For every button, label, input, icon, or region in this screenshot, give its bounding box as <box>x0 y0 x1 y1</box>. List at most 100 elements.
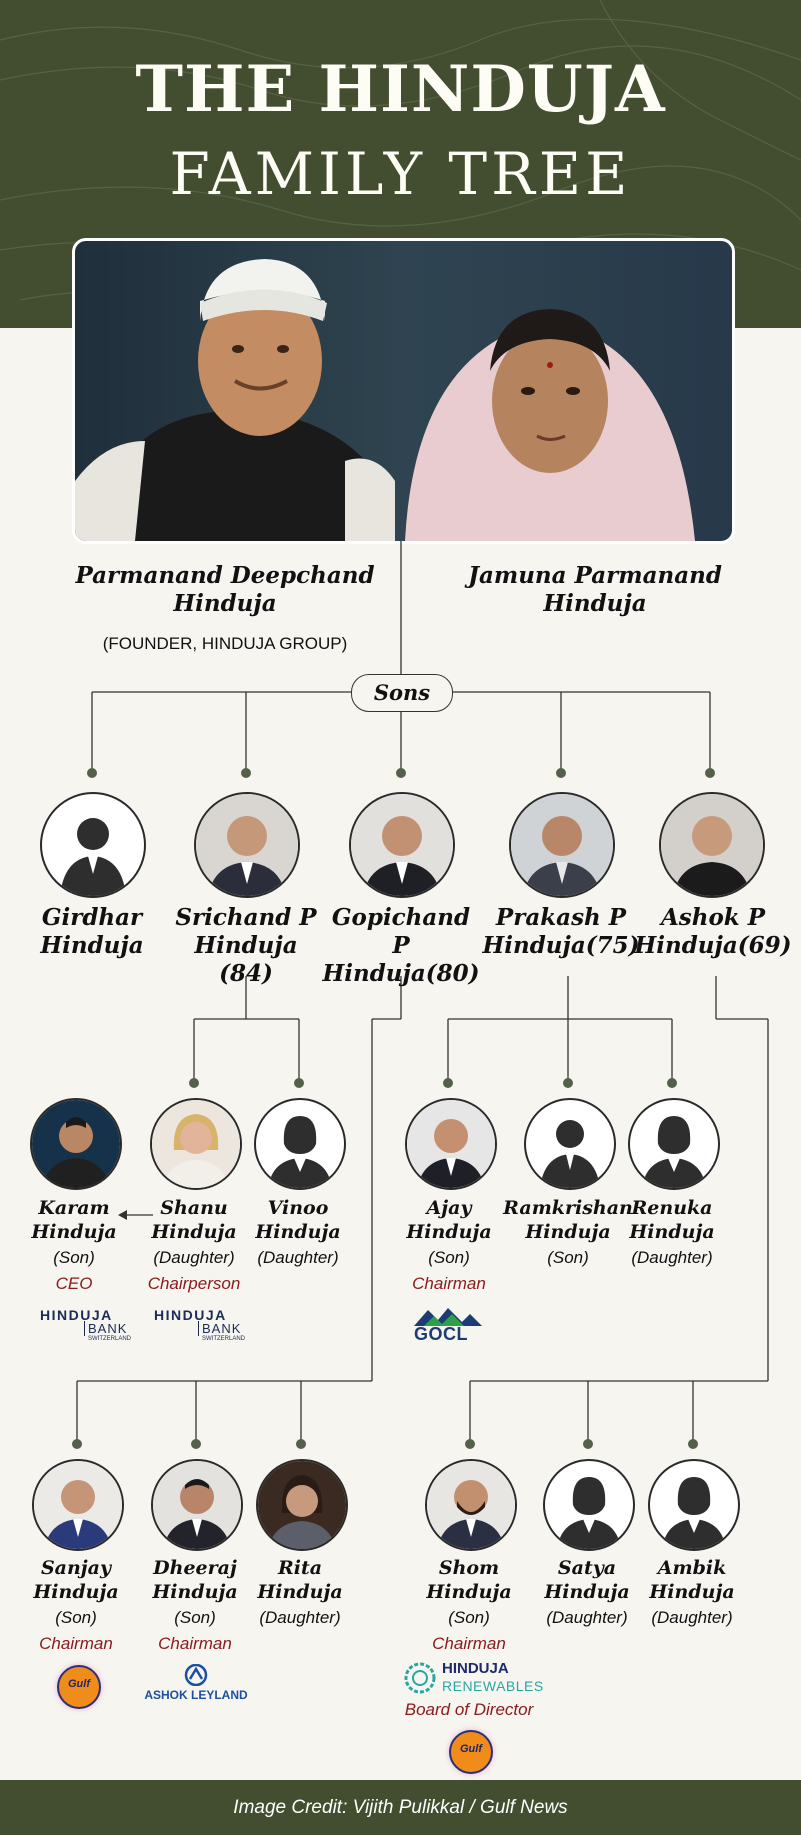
logo-text-bottom: BANK <box>84 1321 127 1336</box>
founder-mother-name-line1: Jamuna Parmanand <box>468 562 722 589</box>
logo-text: Gulf <box>68 1678 90 1690</box>
child-name-line1: Ajay <box>426 1197 472 1219</box>
gocl-mountain-icon <box>414 1308 482 1326</box>
female-silhouette-icon <box>557 1477 621 1549</box>
child-name-line2: Hinduja <box>525 1221 611 1243</box>
avatar-girdhar <box>40 792 146 898</box>
founders-illustration <box>75 259 695 541</box>
avatar-rita <box>256 1459 348 1551</box>
son-name-line1: Ashok P <box>660 904 766 931</box>
child-name-line2: Hinduja <box>255 1221 341 1243</box>
gulf-logo: Gulf <box>57 1665 101 1709</box>
child-relation-vinoo: (Daughter) <box>257 1248 339 1267</box>
avatar-prakash <box>509 792 615 898</box>
founder-mother-name: Jamuna Parmanand Hinduja <box>430 562 760 618</box>
portrait-photo <box>258 1461 346 1549</box>
child-relation-renuka: (Daughter) <box>631 1248 713 1267</box>
page-title-line1: THE HINDUJA <box>135 52 666 127</box>
child-name-line2: Hinduja <box>629 1221 715 1243</box>
portrait-photo <box>153 1461 241 1549</box>
child-relation-karam: (Son) <box>53 1248 95 1267</box>
avatar-dheeraj <box>151 1459 243 1551</box>
child-role-karam: CEO <box>55 1274 93 1293</box>
logo-text-top: HINDUJA <box>40 1307 113 1323</box>
logo-text-bottom: RENEWABLES <box>442 1678 544 1694</box>
child-role-ajay: Chairman <box>412 1274 486 1293</box>
child-name-line1: Satya <box>557 1557 617 1579</box>
ashok-leyland-logo: ASHOK LEYLAND <box>134 1664 258 1706</box>
portrait-photo <box>351 794 453 896</box>
hinduja-bank-logo: HINDUJA BANK SWITZERLAND <box>154 1307 246 1343</box>
child-name-line1: Sanjay <box>40 1557 112 1579</box>
child-relation-shom: (Son) <box>448 1608 490 1627</box>
avatar-karam <box>30 1098 122 1190</box>
logo-text: Gulf <box>460 1743 482 1755</box>
ashok-leyland-emblem-icon <box>184 1664 208 1686</box>
child-relation-dheeraj: (Son) <box>174 1608 216 1627</box>
avatar-satya <box>543 1459 635 1551</box>
portrait-photo <box>661 794 763 896</box>
founder-father-name: Parmanand Deepchand Hinduja <box>60 562 390 618</box>
avatar-ramkrishan <box>524 1098 616 1190</box>
son-name-line2: Hinduja (84) <box>194 932 298 987</box>
family-tree-connectors <box>72 541 769 1449</box>
child-name-line1: Renuka <box>631 1197 713 1219</box>
female-silhouette-icon <box>642 1116 706 1188</box>
child-name-line1: Rita <box>277 1557 323 1579</box>
female-silhouette-icon <box>662 1477 726 1549</box>
avatar-ajay <box>405 1098 497 1190</box>
avatar-gopichand <box>349 792 455 898</box>
child-name-line2: Hinduja <box>257 1581 343 1603</box>
child-relation-rita: (Daughter) <box>259 1608 341 1627</box>
child-relation-ambik: (Daughter) <box>651 1608 733 1627</box>
founder-note: (FOUNDER, HINDUJA GROUP) <box>102 634 348 653</box>
son-name-line1: Srichand P <box>175 904 317 931</box>
child-name-line1: Shanu <box>160 1197 228 1219</box>
portrait-photo <box>427 1461 515 1549</box>
founder-father-name-line1: Parmanand Deepchand <box>75 562 375 589</box>
child-relation-sanjay: (Son) <box>55 1608 97 1627</box>
hinduja-renewables-logo: HINDUJA RENEWABLES <box>404 1660 554 1698</box>
logo-text-bottom: BANK <box>198 1321 241 1336</box>
child-name-line2: Hinduja <box>152 1581 238 1603</box>
child-role-shom: Chairman <box>432 1634 506 1653</box>
logo-text-small: SWITZERLAND <box>202 1336 246 1342</box>
avatar-shanu <box>150 1098 242 1190</box>
avatar-srichand <box>194 792 300 898</box>
child-name-line1: Vinoo <box>267 1197 329 1219</box>
child-name-line2: Hinduja <box>426 1581 512 1603</box>
gulf-logo: Gulf <box>449 1730 493 1774</box>
son-name-line2: Hinduja <box>40 932 144 959</box>
child-role-shanu: Chairperson <box>147 1274 241 1293</box>
page-title-line2: FAMILY TREE <box>169 140 632 208</box>
founder-father-name-line2: Hinduja <box>173 590 277 617</box>
child-role-dheeraj: Chairman <box>158 1634 232 1653</box>
avatar-renuka <box>628 1098 720 1190</box>
founders-photo <box>72 238 735 544</box>
logo-text-top: HINDUJA <box>154 1307 227 1323</box>
child-name-line1: Shom <box>438 1557 500 1579</box>
child-name-line2: Hinduja <box>31 1221 117 1243</box>
child-name-line2: Hinduja <box>33 1581 119 1603</box>
male-silhouette-icon <box>540 1120 600 1188</box>
portrait-photo <box>34 1461 122 1549</box>
child-name-line2: Hinduja <box>406 1221 492 1243</box>
child-role2-shom: Board of Director <box>404 1700 534 1719</box>
son-name-line2: Hinduja(69) <box>634 932 792 959</box>
child-relation-ramkrishan: (Son) <box>547 1248 589 1267</box>
portrait-photo <box>196 794 298 896</box>
child-relation-satya: (Daughter) <box>546 1608 628 1627</box>
